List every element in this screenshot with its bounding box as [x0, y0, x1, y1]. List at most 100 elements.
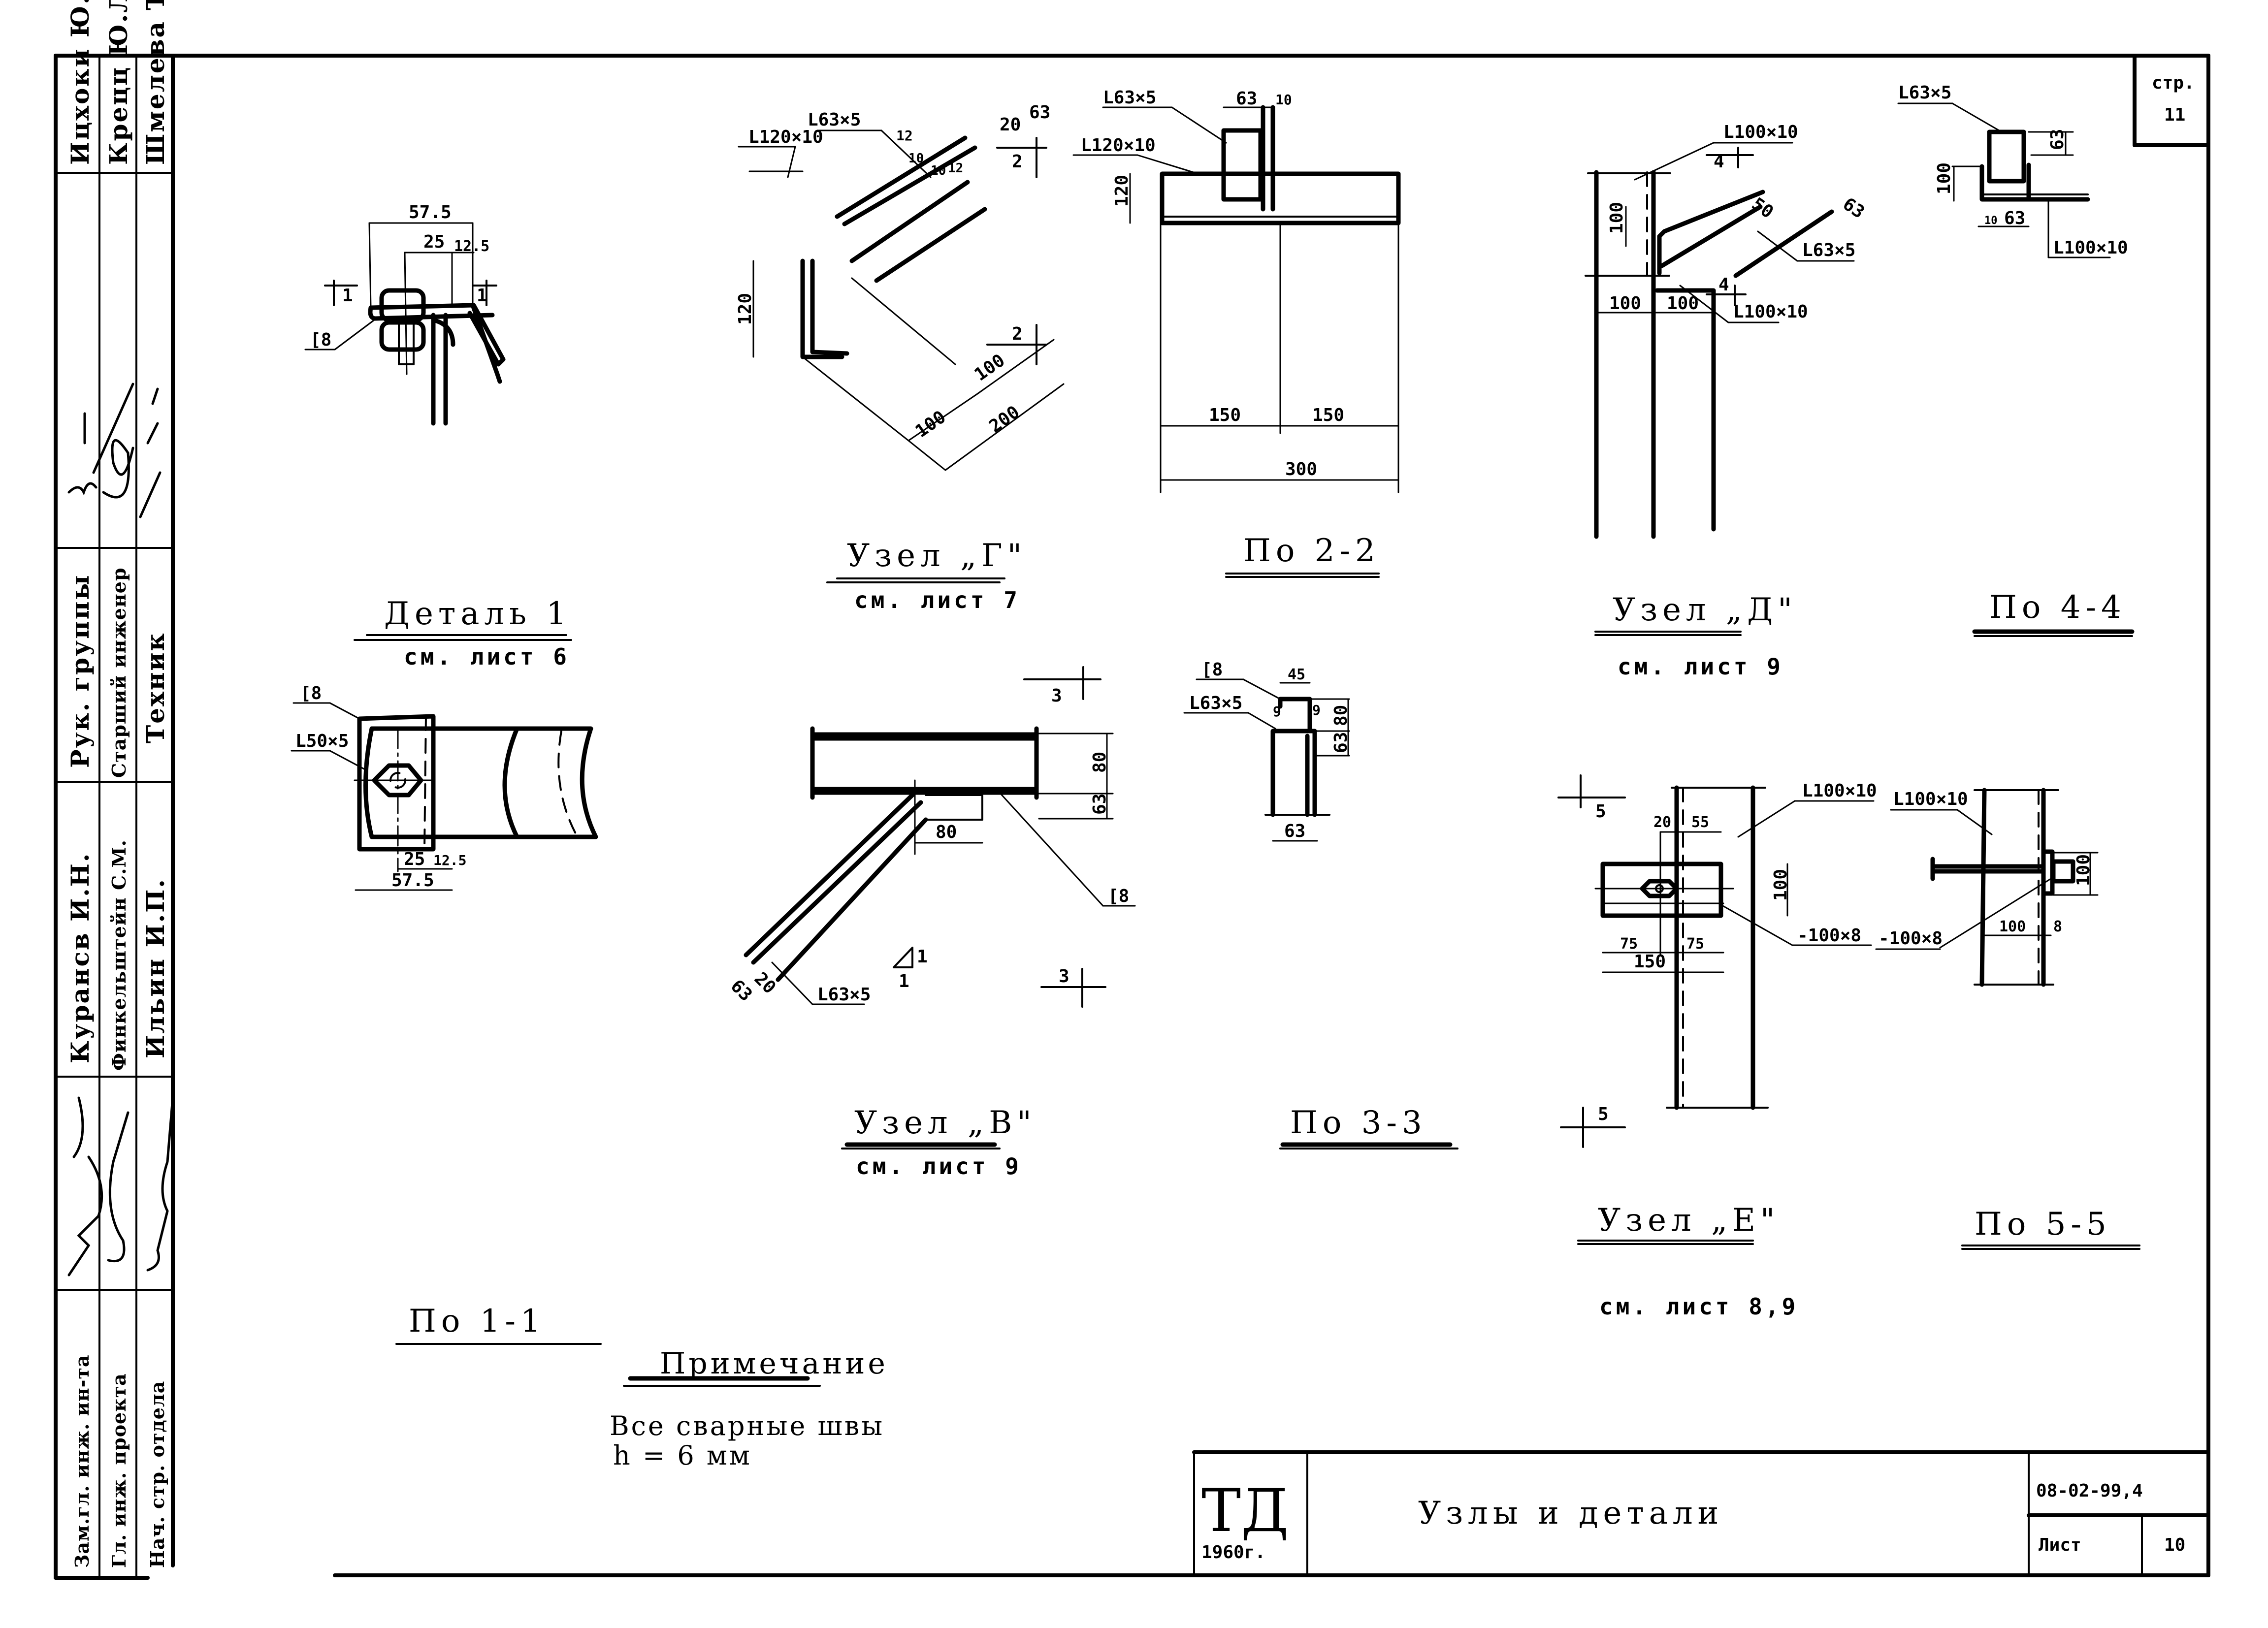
- section-mark-5-top: 5: [1595, 801, 1606, 822]
- label-11-channel: [8: [300, 683, 322, 703]
- label-22-l120x10: L120×10: [1081, 135, 1156, 156]
- dim-g-100a: 100: [912, 407, 950, 442]
- label-22-l63x5: L63×5: [1103, 88, 1156, 108]
- node-e-title: Узел „Е": [1598, 1202, 1780, 1239]
- section-mark-4-bottom: 4: [1718, 275, 1729, 295]
- stamp-role-3: Техник: [141, 632, 170, 743]
- dim-e-100: 100: [1771, 869, 1791, 901]
- dim-22-63: 63: [1236, 89, 1257, 109]
- node-v-title: Узел „В": [854, 1105, 1037, 1141]
- view-detail-1: 57.5 25 12.5 1 1 [8 Деталь 1 см. лист 6: [304, 202, 572, 670]
- label-44-l63x5: L63×5: [1898, 83, 1951, 103]
- stamp-name-4: Курансв И.Н.: [65, 852, 95, 1063]
- section-mark-3-top: 3: [1051, 686, 1062, 706]
- sec-33-title: По 3-3: [1290, 1105, 1427, 1141]
- label-44-l100x10: L100×10: [2053, 238, 2128, 258]
- label-d-l100x10-top: L100×10: [1723, 122, 1798, 142]
- node-g-title: Узел „Г": [847, 538, 1027, 574]
- section-mark-3-bottom: 3: [1059, 966, 1069, 987]
- stamp-role-4: Зам.гл. инж. ин-та: [71, 1354, 93, 1568]
- stamp-name-2: Крецц Ю.Л.: [104, 0, 133, 165]
- logo-td: ТД: [1201, 1477, 1289, 1545]
- sec-11-title: По 1-1: [409, 1303, 546, 1340]
- note-block: Примечание Все сварные швы h = 6 мм: [610, 1346, 885, 1471]
- dim-d-63: 63: [1839, 194, 1868, 223]
- sheet-number: 10: [2164, 1535, 2185, 1555]
- dim-57-5: 57.5: [409, 202, 452, 223]
- view-node-d: L100×10 4 63 50 L63×5 L100×10 100 100 10…: [1585, 122, 1868, 680]
- dim-g-63: 63: [1029, 102, 1050, 123]
- label-l120x10: L120×10: [748, 127, 823, 147]
- view-section-1-1: [8 L50×5 25 12.5 57.5 По 1-1: [291, 683, 602, 1345]
- label-v-l63x5: L63×5: [817, 985, 871, 1005]
- dim-44-63h: 63: [2004, 208, 2025, 228]
- view-section-5-5: L100×10 100 100 8 -100×8 По 5-5: [1875, 788, 2140, 1250]
- dim-v-80h: 80: [936, 822, 957, 842]
- dim-e-55: 55: [1691, 814, 1709, 831]
- sec-44-title: По 4-4: [1989, 589, 2126, 626]
- dim-33-9b: 9: [1312, 702, 1321, 718]
- label-33-l63x5: L63×5: [1189, 693, 1242, 713]
- label-55-plate: -100×8: [1879, 928, 1943, 949]
- view-section-2-2: L63×5 L120×10 63 10 120 150 150 300 По 2…: [1072, 88, 1401, 578]
- dim-22-10: 10: [1275, 92, 1292, 108]
- drawing-title: Узлы и детали: [1418, 1495, 1723, 1532]
- slope-h: 1: [899, 971, 909, 991]
- dim-55-100h: 100: [1999, 918, 2026, 935]
- node-d-ref: см. лист 9: [1618, 653, 1783, 680]
- label-d-l63x5: L63×5: [1802, 240, 1855, 260]
- dim-d-100b: 100: [1667, 293, 1699, 314]
- dim-d-100a: 100: [1609, 293, 1641, 314]
- dim-33-63h: 63: [1284, 821, 1305, 841]
- dim-11-25: 25: [404, 849, 425, 869]
- dim-g-10b: 10: [931, 163, 946, 178]
- note-line-2: h = 6 мм: [613, 1440, 752, 1471]
- dim-g-200: 200: [986, 402, 1024, 437]
- sheet-frame: [54, 54, 2210, 1580]
- detail1-title: Деталь 1: [384, 596, 571, 632]
- dim-g-100b: 100: [971, 350, 1009, 385]
- approval-stamp: Ицхоки Ю.Я. Крецц Ю.Л. Шмелева Т.П. Рук.…: [54, 0, 175, 1579]
- dim-33-45: 45: [1288, 666, 1305, 683]
- section-mark-1-right: 1: [477, 286, 487, 306]
- label-d-l100x10-bottom: L100×10: [1733, 302, 1808, 322]
- label-v-channel: [8: [1108, 886, 1129, 906]
- stamp-name-3: Шмелева Т.П.: [141, 0, 170, 165]
- view-section-4-4: L63×5 63 100 10 63 L100×10 По 4-4: [1897, 83, 2135, 637]
- dim-22-150a: 150: [1209, 405, 1241, 425]
- dim-e-75a: 75: [1620, 935, 1638, 953]
- dim-g-20: 20: [1000, 115, 1021, 135]
- label-11-l50x5: L50×5: [295, 731, 349, 751]
- label-l63x5: L63×5: [808, 110, 861, 130]
- drawing-code: 08-02-99,4: [2036, 1481, 2143, 1501]
- label-channel-8: [8: [310, 330, 331, 350]
- dim-44-63v: 63: [2047, 129, 2068, 150]
- sec-55-title: По 5-5: [1975, 1206, 2111, 1243]
- dim-22-300: 300: [1285, 459, 1317, 479]
- view-node-e: 5 20 55 100 75 75 150 L100×10 -100×8 5 У…: [1557, 774, 1877, 1320]
- view-section-3-3: [8 L63×5 45 9 9 80 63 63 По 3-3: [1183, 660, 1458, 1149]
- dim-g-10a: 10: [908, 151, 924, 166]
- node-e-ref: см. лист 8,9: [1599, 1293, 1798, 1320]
- stamp-role-2: Старший инженер: [108, 567, 130, 778]
- sheet-label: Лист: [2039, 1535, 2081, 1555]
- dim-g-120: 120: [735, 293, 755, 325]
- dim-v-63d: 63: [727, 976, 756, 1005]
- dim-33-63v: 63: [1331, 732, 1351, 753]
- section-mark-4-top: 4: [1714, 152, 1724, 172]
- section-mark-1-left: 1: [342, 286, 353, 306]
- dim-44-100: 100: [1934, 162, 1954, 194]
- label-33-channel: [8: [1201, 660, 1223, 680]
- view-node-g: L63×5 L120×10 120 63 20 12 10 10 12 2 2 …: [735, 102, 1065, 613]
- dim-e-150: 150: [1634, 952, 1666, 972]
- stamp-name-5: Финкельштейн С.М.: [108, 839, 130, 1071]
- node-d-title: Узел „Д": [1613, 592, 1797, 628]
- section-mark-2-bottom: 2: [1012, 324, 1023, 344]
- stamp-name-6: Ильин И.П.: [141, 878, 170, 1058]
- dim-g-12: 12: [896, 128, 913, 144]
- dim-11-12-5: 12.5: [433, 852, 466, 868]
- dim-12-5: 12.5: [454, 238, 489, 255]
- dim-v-80v: 80: [1090, 752, 1110, 773]
- dim-25: 25: [423, 232, 445, 252]
- stamp-role-5: Гл. инж. проекта: [108, 1373, 130, 1568]
